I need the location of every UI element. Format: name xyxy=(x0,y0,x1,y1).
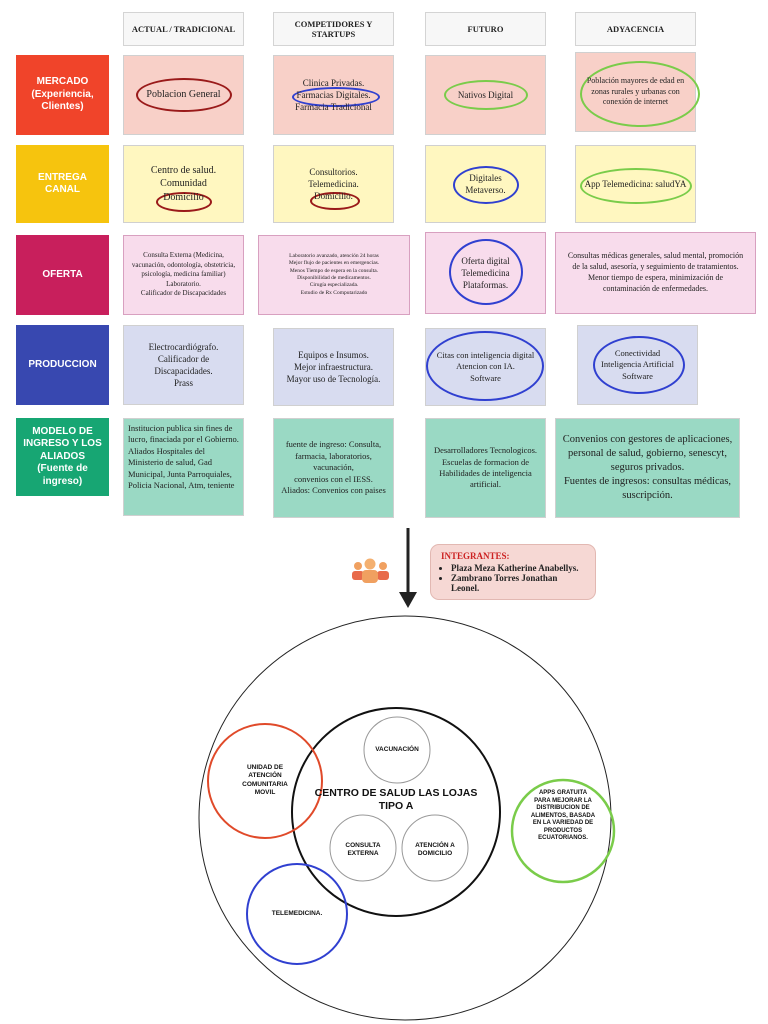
cell-text: Población mayores de edad en zonas rural… xyxy=(586,75,685,107)
cell-text: Conectividad Inteligencia Artificial Sof… xyxy=(601,347,674,381)
cell-text: Oferta digital Telemedicina Plataformas. xyxy=(461,255,510,291)
integrantes-box: INTEGRANTES: Plaza Meza Katherine Anabel… xyxy=(430,544,596,600)
cell-text: Citas con inteligencia digital Atencion … xyxy=(436,349,535,383)
cell-text: Poblacion General xyxy=(146,89,221,101)
cell-text: Consultas médicas generales, salud menta… xyxy=(567,251,744,293)
cell-entrega-futuro: Digitales Metaverso. xyxy=(425,145,546,223)
cell-modelo-competidores: fuente de ingreso: Consulta, farmacia, l… xyxy=(273,418,394,518)
cell-produccion-futuro: Citas con inteligencia digital Atencion … xyxy=(425,328,546,406)
integrantes-list: Plaza Meza Katherine Anabellys. Zambrano… xyxy=(441,563,585,593)
row-label-oferta: OFERTA xyxy=(16,235,109,315)
cell-text: Clinica Privadas. Farmacias Digitales. F… xyxy=(295,77,372,113)
cell-text: Convenios con gestores de aplicaciones, … xyxy=(562,433,733,502)
header-actual: ACTUAL / TRADICIONAL xyxy=(123,12,244,46)
cell-text: Nativos Digital xyxy=(457,89,514,100)
cell-modelo-futuro: Desarrolladores Tecnologicos. Escuelas d… xyxy=(425,418,546,518)
cell-modelo-actual: Institucion publica sin fines de lucro, … xyxy=(123,418,244,516)
consulta-label: CONSULTA EXTERNA xyxy=(345,842,381,858)
vacunacion-label: VACUNACIÓN xyxy=(375,746,419,753)
cell-text: Equipos e Insumos. Mejor infraestructura… xyxy=(286,349,381,385)
cell-text: Consulta Externa (Medicina, vacunación, … xyxy=(131,251,236,298)
cell-text: Consultorios. Telemedicina. Domicilio. xyxy=(308,166,359,202)
cell-produccion-adyacencia: Conectividad Inteligencia Artificial Sof… xyxy=(577,325,698,405)
unidad-circle xyxy=(207,723,323,839)
cell-mercado-futuro: Nativos Digital xyxy=(425,55,546,135)
domicilio-circle xyxy=(401,814,469,882)
cell-produccion-actual: Electrocardiógrafo. Calificador de Disca… xyxy=(123,325,244,405)
cell-oferta-adyacencia: Consultas médicas generales, salud menta… xyxy=(555,232,756,314)
domicilio-label: ATENCIÓN A DOMICILIO xyxy=(415,842,455,858)
header-futuro: FUTURO xyxy=(425,12,546,46)
cell-text: Laboratorio avanzado, atención 24 horas … xyxy=(288,252,380,296)
center-label: CENTRO DE SALUD LAS LOJAS TIPO A xyxy=(314,787,478,813)
unidad-label: UNIDAD DE ATENCIÓN COMUNITARIA MOVIL xyxy=(242,764,288,797)
member-item: Plaza Meza Katherine Anabellys. xyxy=(451,563,585,573)
cell-oferta-competidores: Laboratorio avanzado, atención 24 horas … xyxy=(258,235,410,315)
header-competidores: COMPETIDORES Y STARTUPS xyxy=(273,12,394,46)
outer-circle xyxy=(198,615,612,1021)
cell-text: Digitales Metaverso. xyxy=(465,172,506,195)
row-label-modelo: MODELO DE INGRESO Y LOS ALIADOS (Fuente … xyxy=(16,418,109,496)
cell-produccion-competidores: Equipos e Insumos. Mejor infraestructura… xyxy=(273,328,394,406)
telemedicina-circle xyxy=(246,863,348,965)
vacunacion-circle xyxy=(363,716,431,784)
team-icon xyxy=(352,558,389,583)
cell-text: fuente de ingreso: Consulta, farmacia, l… xyxy=(281,439,386,496)
cell-entrega-competidores: Consultorios. Telemedicina. Domicilio. xyxy=(273,145,394,223)
row-label-mercado: MERCADO (Experiencia, Clientes) xyxy=(16,55,109,135)
down-arrow xyxy=(399,528,417,608)
cell-text: App Telemedicina: saludYA xyxy=(584,178,687,189)
consulta-circle xyxy=(329,814,397,882)
header-adyacencia: ADYACENCIA xyxy=(575,12,696,46)
cell-text: Desarrolladores Tecnologicos. Escuelas d… xyxy=(433,445,538,490)
member-item: Zambrano Torres Jonathan Leonel. xyxy=(451,573,585,593)
apps-circle xyxy=(510,778,616,884)
row-label-entrega: ENTREGA CANAL xyxy=(16,145,109,223)
integrantes-title: INTEGRANTES: xyxy=(441,551,510,561)
row-label-produccion: PRODUCCION xyxy=(16,325,109,405)
cell-text: Centro de salud. Comunidad Domicilio xyxy=(150,164,217,203)
cell-text: Institucion publica sin fines de lucro, … xyxy=(128,423,239,491)
center-circle xyxy=(291,707,501,917)
cell-text: Electrocardiógrafo. Calificador de Disca… xyxy=(148,341,219,389)
telemedicina-label: TELEMEDICINA. xyxy=(271,910,323,917)
cell-modelo-adyacencia: Convenios con gestores de aplicaciones, … xyxy=(555,418,740,518)
apps-label: APPS GRATUITA PARA MEJORAR LA DISTRIBUCI… xyxy=(530,790,596,841)
cell-oferta-actual: Consulta Externa (Medicina, vacunación, … xyxy=(123,235,244,315)
